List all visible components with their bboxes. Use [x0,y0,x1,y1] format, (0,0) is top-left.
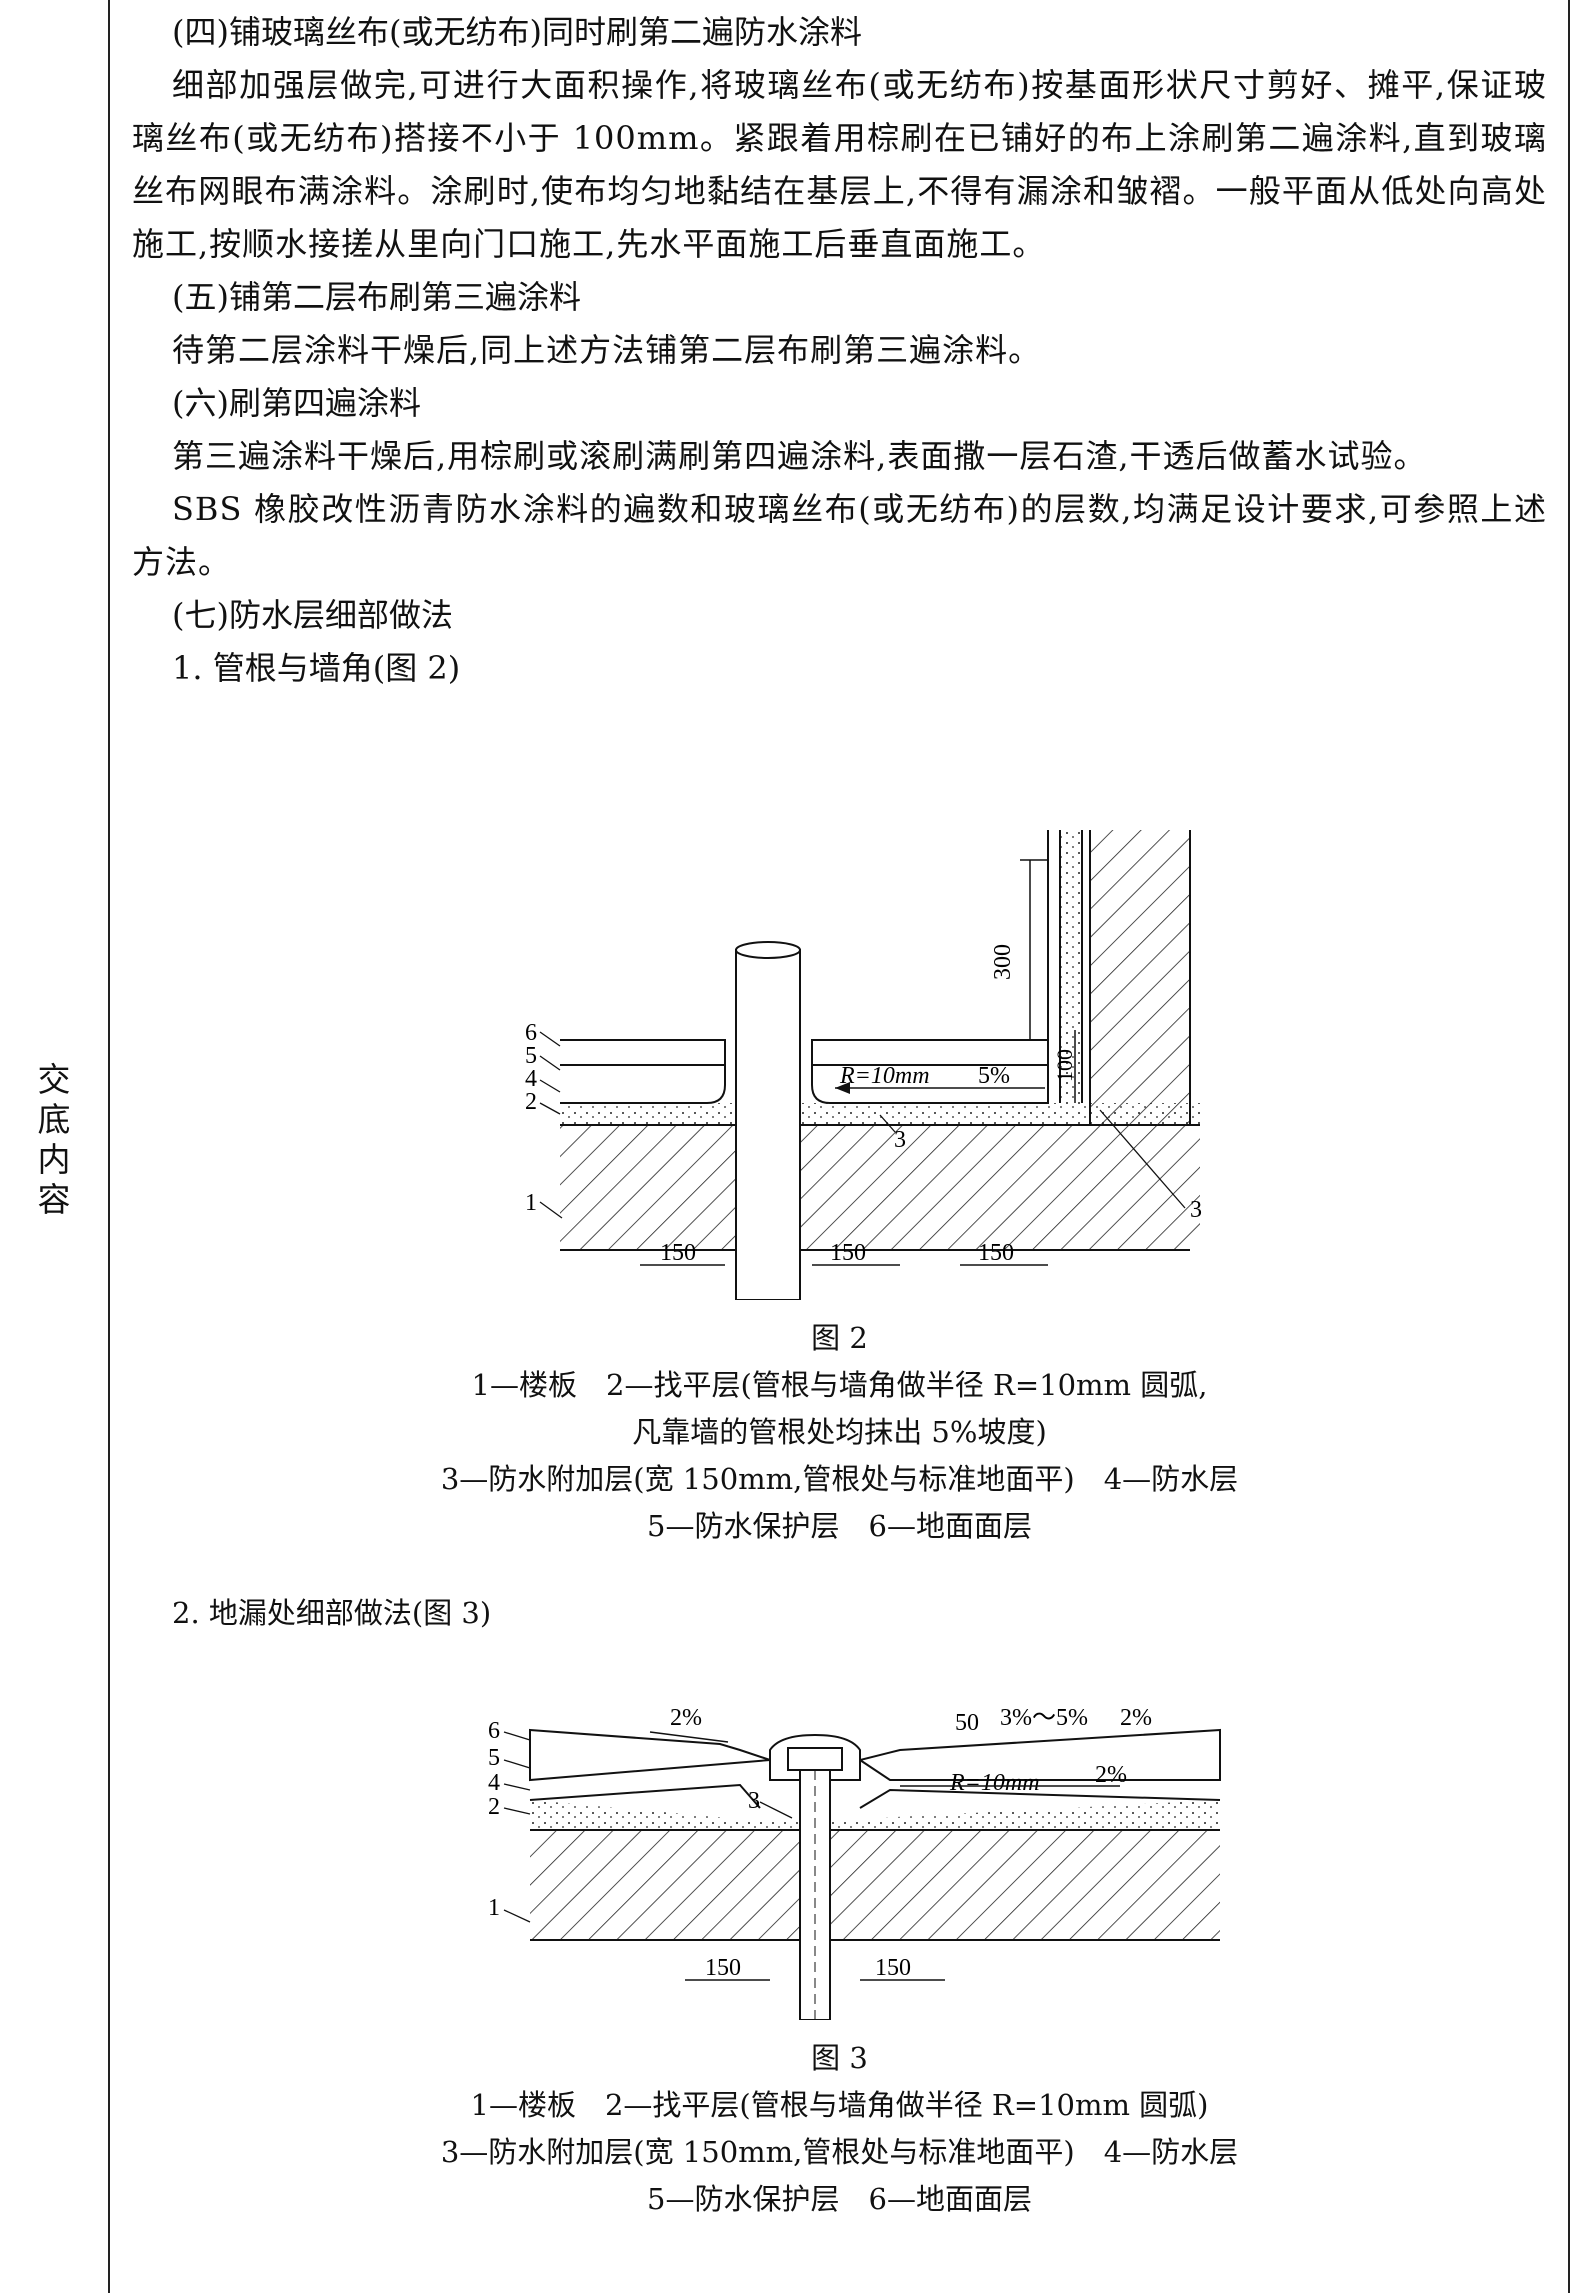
figure-2-caption: 图 2 1—楼板 2—找平层(管根与墙角做半径 R=10mm 圆弧, 凡靠墙的管… [108,1315,1571,1550]
radius-label: R=10mm [839,1063,930,1089]
svg-text:3%～5%: 3%～5% [1000,1705,1088,1731]
layers-left [529,1728,771,1782]
leveling-layer [530,1800,1220,1830]
heading-7: (七)防水层细部做法 [172,596,453,634]
svg-text:3: 3 [1190,1197,1202,1223]
svg-text:150: 150 [978,1240,1014,1266]
subheading-2: 2. 地漏处细部做法(图 3) [172,1596,492,1630]
svg-text:2%: 2% [1120,1705,1152,1731]
paragraph: 细部加强层做完,可进行大面积操作,将玻璃丝布(或无纺布)按基面形状尺寸剪好、摊平… [132,66,1547,263]
layers-right [857,1728,1221,1781]
heading-6: (六)刷第四遍涂料 [172,384,421,422]
table-divider [108,0,110,2293]
table-right-border [1568,0,1570,2293]
svg-text:1: 1 [525,1190,537,1216]
dim-100: 100 [1052,1049,1077,1082]
side-label: 交 底 内 容 [37,1060,71,1219]
figure-3-caption: 图 3 1—楼板 2—找平层(管根与墙角做半径 R=10mm 圆弧) 3—防水附… [108,2035,1571,2223]
svg-text:2: 2 [525,1089,537,1115]
svg-text:4: 4 [488,1770,500,1796]
layers-left [560,1039,726,1104]
svg-text:4: 4 [525,1066,537,1092]
radius-label: R=10mm [949,1770,1040,1796]
slope-label: 5% [978,1063,1010,1089]
svg-text:50: 50 [955,1710,979,1736]
paragraph: 第三遍涂料干燥后,用棕刷或滚刷满刷第四遍涂料,表面撒一层石渣,干透后做蓄水试验。 [172,437,1427,475]
pipe [735,949,801,1300]
paragraph: SBS 橡胶改性沥青防水涂料的遍数和玻璃丝布(或无纺布)的层数,均满足设计要求,… [132,490,1547,581]
paragraph: 待第二层涂料干燥后,同上述方法铺第二层布刷第三遍涂料。 [172,331,1042,369]
svg-text:6: 6 [488,1718,500,1744]
svg-text:5: 5 [488,1745,500,1771]
subheading-1: 1. 管根与墙角(图 2) [172,649,461,687]
svg-text:5: 5 [525,1043,537,1069]
heading-4: (四)铺玻璃丝布(或无纺布)同时刷第二遍防水涂料 [172,13,862,51]
figure-2-drawing: 300 100 R=10mm 5% 6 5 4 2 1 3 3 150 150 … [525,830,1202,1300]
leveling-layer [560,1103,1200,1125]
heading-5: (五)铺第二层布刷第三遍涂料 [172,278,581,316]
figure-3-title: 图 3 [811,2041,868,2075]
svg-text:150: 150 [660,1240,696,1266]
svg-text:1: 1 [488,1895,500,1921]
svg-text:3: 3 [748,1788,760,1814]
svg-text:150: 150 [830,1240,866,1266]
svg-text:150: 150 [875,1955,911,1981]
svg-text:150: 150 [705,1955,741,1981]
figure-3-drawing: 2% 50 3%～5% 2% R=10mm 2% 6 5 4 2 1 3 150… [488,1705,1221,2020]
dim-300: 300 [990,944,1016,980]
figure-2-title: 图 2 [811,1321,868,1355]
svg-text:2%: 2% [1095,1762,1127,1788]
svg-text:2: 2 [488,1794,500,1820]
svg-text:6: 6 [525,1020,537,1046]
floor-slab [530,1830,1220,1940]
svg-text:2%: 2% [670,1705,702,1731]
body-text: (四)铺玻璃丝布(或无纺布)同时刷第二遍防水涂料 细部加强层做完,可进行大面积操… [132,6,1547,695]
svg-text:3: 3 [894,1127,906,1153]
wall [1090,830,1190,1125]
floor-slab [560,1125,1200,1250]
